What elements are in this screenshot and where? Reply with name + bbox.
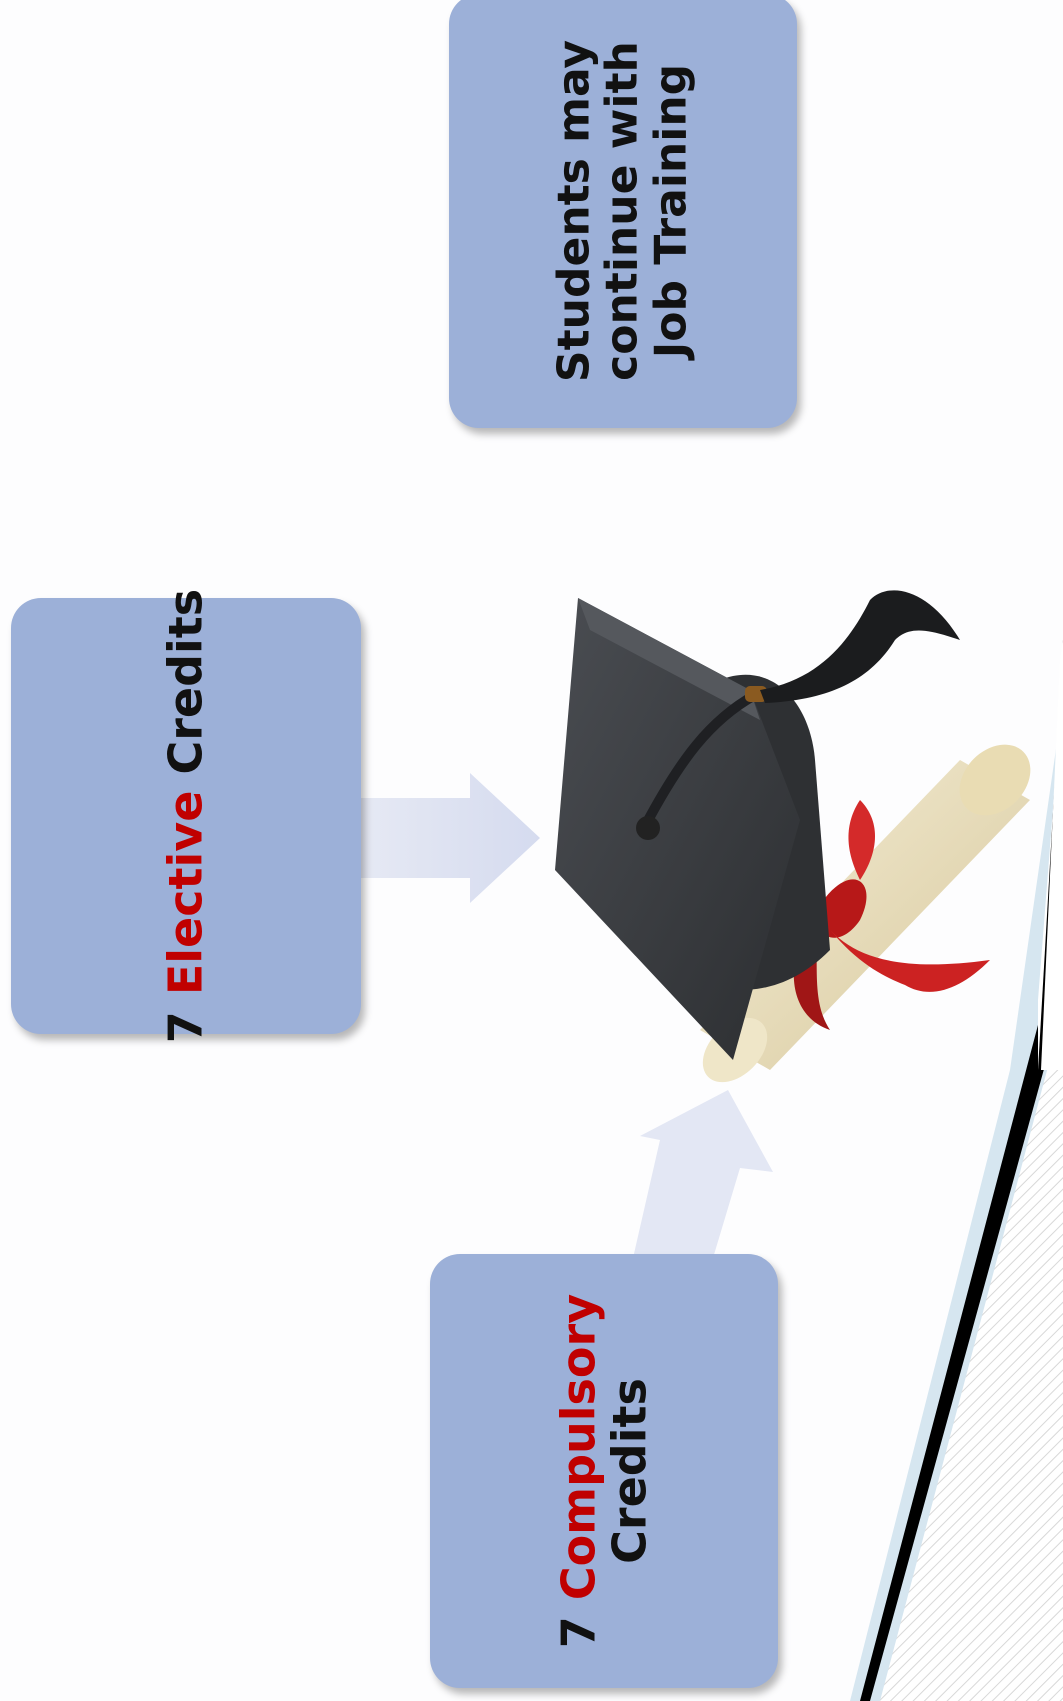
- elective-count: 7: [159, 995, 213, 1043]
- compulsory-credits-box: 7 Compulsory Credits: [430, 1254, 778, 1688]
- corner-hatched-area: [880, 1010, 1063, 1701]
- elective-credits-label: 7 Elective Credits: [161, 589, 212, 1043]
- job-training-line-1: Students may: [550, 40, 598, 382]
- elective-highlight: Elective: [159, 791, 213, 996]
- compulsory-credits-label: 7 Compulsory Credits: [553, 1294, 654, 1648]
- compulsory-rest: Credits: [604, 1294, 655, 1648]
- compulsory-highlight: Compulsory: [551, 1294, 605, 1600]
- job-training-line-2: continue with: [599, 40, 647, 382]
- job-training-line-3: Job Training: [647, 40, 695, 382]
- elective-rest: Credits: [159, 589, 213, 791]
- compulsory-count: 7: [551, 1600, 605, 1648]
- elective-credits-box: 7 Elective Credits: [11, 598, 361, 1034]
- job-training-label: Students may continue with Job Training: [550, 40, 695, 382]
- job-training-box: Students may continue with Job Training: [449, 0, 797, 428]
